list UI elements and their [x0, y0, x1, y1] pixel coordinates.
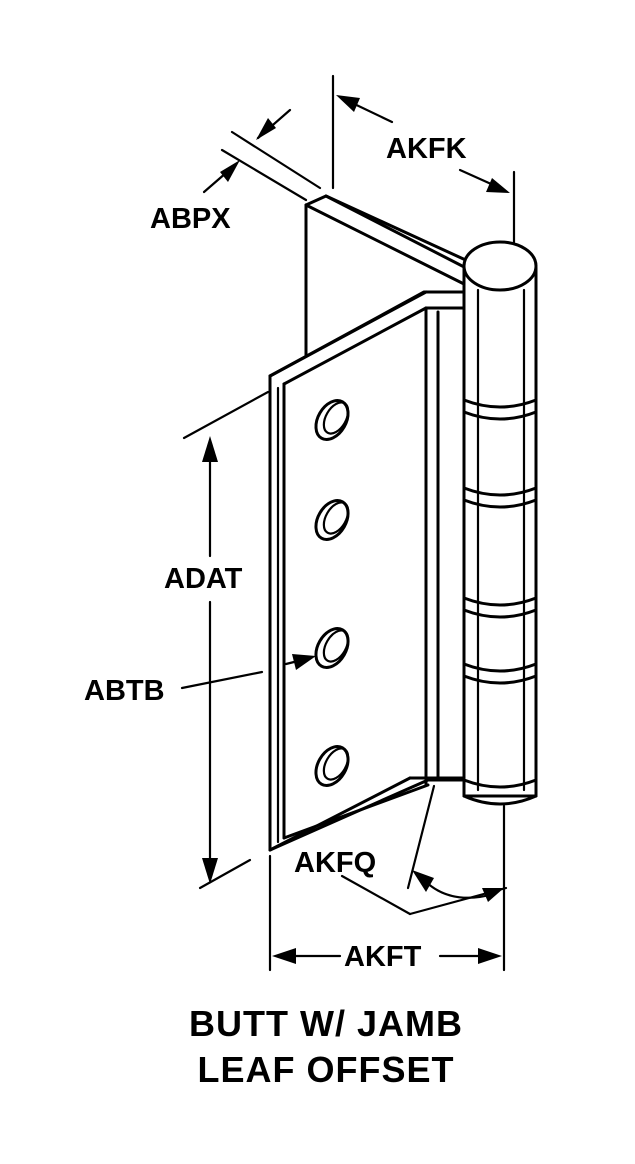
screw-hole-3: [314, 627, 350, 669]
label-akfk: AKFK: [386, 133, 467, 165]
screw-hole-2: [314, 499, 350, 541]
label-abtb: ABTB: [84, 675, 165, 707]
dimension-abpx: [202, 108, 322, 202]
dimension-adat: [182, 390, 270, 890]
label-adat: ADAT: [164, 563, 243, 595]
screw-hole-4: [314, 745, 350, 787]
label-akfq: AKFQ: [294, 847, 376, 879]
screw-holes: [314, 399, 350, 787]
dimension-abtb: [180, 654, 316, 690]
caption-line-1: BUTT W/ JAMB: [189, 1003, 463, 1044]
dimension-akft: [268, 804, 506, 972]
screw-hole-1: [314, 399, 350, 441]
label-abpx: ABPX: [150, 203, 231, 235]
dimension-akfq: [340, 784, 508, 916]
door-leaf: [268, 290, 472, 852]
caption-line-2: LEAF OFFSET: [198, 1049, 455, 1090]
dimension-akfk: [331, 74, 516, 244]
hinge-knuckle: [462, 240, 538, 806]
label-akft: AKFT: [344, 941, 422, 973]
jamb-leaf: [304, 194, 472, 362]
